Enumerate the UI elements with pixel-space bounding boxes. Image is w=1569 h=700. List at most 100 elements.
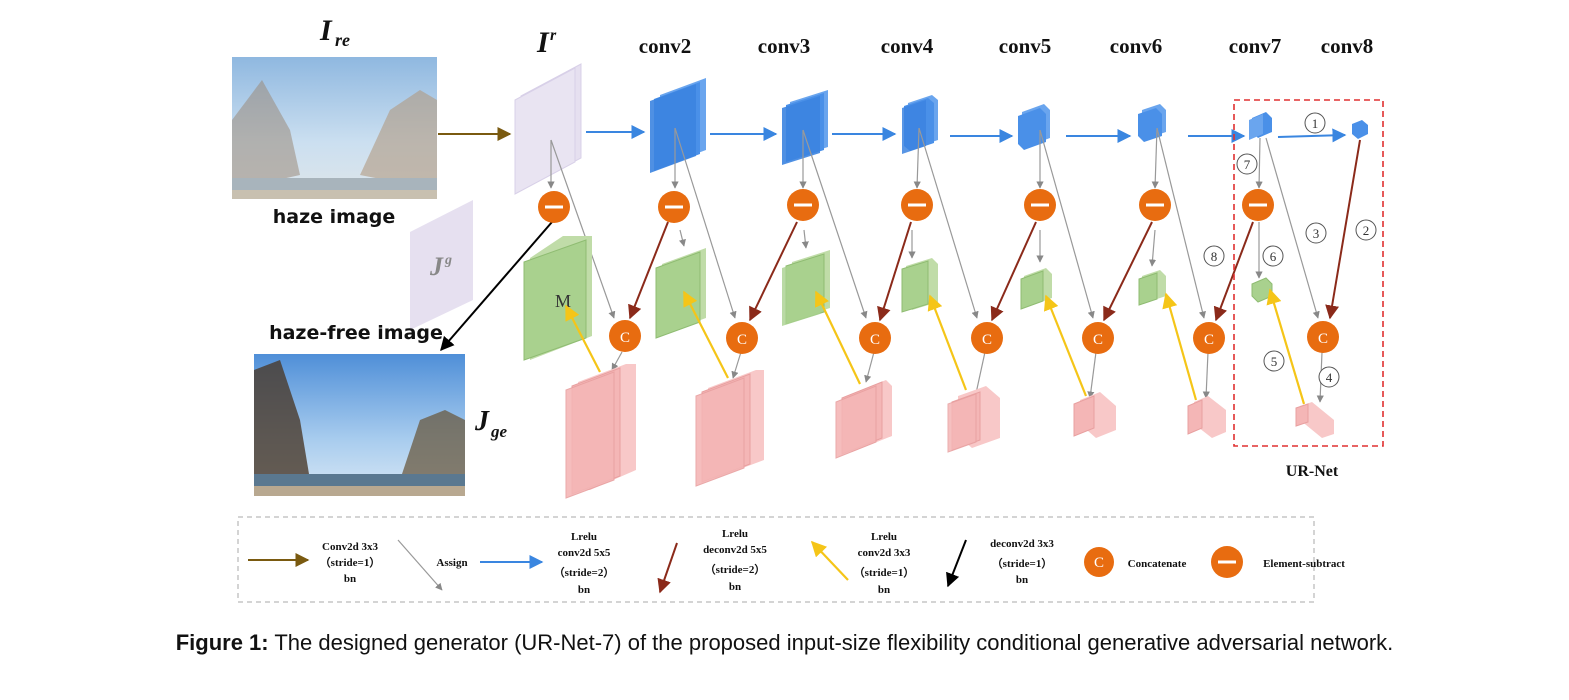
svg-text:1: 1 xyxy=(1312,116,1319,131)
svg-text:C: C xyxy=(1094,555,1104,571)
step-numbers: 1 2 3 4 5 6 7 8 xyxy=(1203,112,1377,388)
decoder-green-5 xyxy=(1020,268,1052,310)
concat-node-4: C xyxy=(971,322,1003,354)
subtract-node xyxy=(901,189,933,221)
caption-prefix: Figure 1: xyxy=(175,630,269,655)
label-haze-image: haze image xyxy=(273,206,396,228)
subtract-node xyxy=(1139,189,1171,221)
decoder-green-3 xyxy=(782,250,830,326)
label-conv5: conv5 xyxy=(999,34,1052,58)
svg-text:g: g xyxy=(444,253,452,268)
legend-lrelu-deconv-line4: bn xyxy=(729,581,741,593)
legend-deconv3-line3: bn xyxy=(1016,574,1028,586)
subtract-node xyxy=(1242,189,1274,221)
haze-image-photo xyxy=(232,57,437,199)
step-4: 4 xyxy=(1318,366,1340,388)
concat-node-2: C xyxy=(726,322,758,354)
subtract-node xyxy=(658,191,690,223)
svg-text:8: 8 xyxy=(1211,249,1218,264)
assign-arrows xyxy=(547,127,1324,403)
deconv3-output-arrow xyxy=(440,221,553,352)
label-j-ge: J ge xyxy=(474,406,508,441)
pink-block-1 xyxy=(565,364,636,499)
concat-node-5: C xyxy=(1082,322,1114,354)
ur-net-box xyxy=(1233,99,1384,447)
haze-free-image-photo xyxy=(254,354,465,496)
legend-lrelu-conv-line4: bn xyxy=(578,584,590,596)
concat-node-3: C xyxy=(859,322,891,354)
legend-element-subtract: Element-subtract xyxy=(1263,558,1345,570)
svg-text:7: 7 xyxy=(1244,157,1251,172)
legend-deconv3-line1: deconv2d 3x3 xyxy=(990,538,1054,550)
conv6-block xyxy=(1138,104,1166,142)
legend-lrelu-conv-line1: Lrelu xyxy=(571,531,597,543)
legend-lrelu-conv3-line2: conv2d 3x3 xyxy=(858,547,911,559)
pink-block-3 xyxy=(835,380,892,459)
legend-lrelu-conv-line3: （stride=2） xyxy=(554,566,615,579)
decoder-green-7 xyxy=(1251,277,1273,303)
svg-text:I: I xyxy=(319,14,333,47)
conv3-block xyxy=(782,90,828,165)
svg-text:I: I xyxy=(536,26,550,59)
concat-node-6: C xyxy=(1193,322,1225,354)
label-m: M xyxy=(555,291,571,311)
svg-text:re: re xyxy=(335,30,350,50)
decoder-green-m xyxy=(523,236,592,361)
svg-text:r: r xyxy=(550,27,557,44)
label-i-r: I r xyxy=(536,26,557,59)
svg-text:6: 6 xyxy=(1270,249,1277,264)
conv8-block xyxy=(1352,120,1368,139)
svg-text:2: 2 xyxy=(1363,223,1370,238)
legend-subtract-icon xyxy=(1211,546,1243,578)
svg-text:5: 5 xyxy=(1271,354,1278,369)
legend-deconv3-line2: （stride=1） xyxy=(992,557,1053,570)
svg-text:C: C xyxy=(1204,332,1214,348)
conv7-block xyxy=(1249,112,1272,140)
legend-lrelu-conv-line2: conv2d 5x5 xyxy=(558,547,611,559)
label-conv7: conv7 xyxy=(1229,34,1282,58)
label-i-re: I re xyxy=(319,14,350,50)
pink-block-2 xyxy=(695,370,764,487)
step-3: 3 xyxy=(1305,222,1327,244)
legend-lrelu-conv3-line3: （stride=1） xyxy=(854,566,915,579)
pink-block-7 xyxy=(1295,402,1334,438)
legend-lrelu-conv3-arrow xyxy=(810,540,849,581)
legend-lrelu-conv3-line4: bn xyxy=(878,584,890,596)
label-j-g: J g xyxy=(429,252,452,281)
label-conv3: conv3 xyxy=(758,34,811,58)
step-1: 1 xyxy=(1304,112,1326,134)
svg-text:C: C xyxy=(870,332,880,348)
step-2: 2 xyxy=(1355,219,1377,241)
decoder-green-2 xyxy=(655,248,706,339)
label-conv2: conv2 xyxy=(639,34,692,58)
ir-input-block xyxy=(514,63,582,195)
pink-block-5 xyxy=(1073,392,1116,438)
label-conv6: conv6 xyxy=(1110,34,1163,58)
figure-caption: Figure 1: The designed generator (UR-Net… xyxy=(0,630,1569,656)
step-7: 7 xyxy=(1236,153,1258,175)
step-5: 5 xyxy=(1263,350,1285,372)
conv2-block xyxy=(650,78,706,173)
legend-deconv3-arrow xyxy=(946,539,967,588)
svg-text:C: C xyxy=(737,332,747,348)
legend-conv2d-line1: Conv2d 3x3 xyxy=(322,541,378,553)
svg-text:4: 4 xyxy=(1326,370,1333,385)
svg-text:C: C xyxy=(1093,332,1103,348)
concat-node-7: C xyxy=(1307,321,1339,353)
legend-box xyxy=(237,516,1315,603)
pink-block-6 xyxy=(1187,396,1226,438)
svg-text:C: C xyxy=(982,332,992,348)
legend-lrelu-deconv-arrow xyxy=(657,542,678,594)
svg-text:C: C xyxy=(620,330,630,346)
caption-text: The designed generator (UR-Net-7) of the… xyxy=(268,630,1394,655)
legend-conv2d-line2: （stride=1） xyxy=(320,556,381,569)
subtract-node xyxy=(538,191,570,223)
label-conv8: conv8 xyxy=(1321,34,1374,58)
legend-concat-icon: C xyxy=(1084,547,1114,577)
legend-assign-arrow xyxy=(397,539,443,591)
svg-text:J: J xyxy=(474,406,490,437)
svg-text:ge: ge xyxy=(490,422,508,441)
subtract-node xyxy=(1024,189,1056,221)
legend-lrelu-deconv-line1: Lrelu xyxy=(722,528,748,540)
